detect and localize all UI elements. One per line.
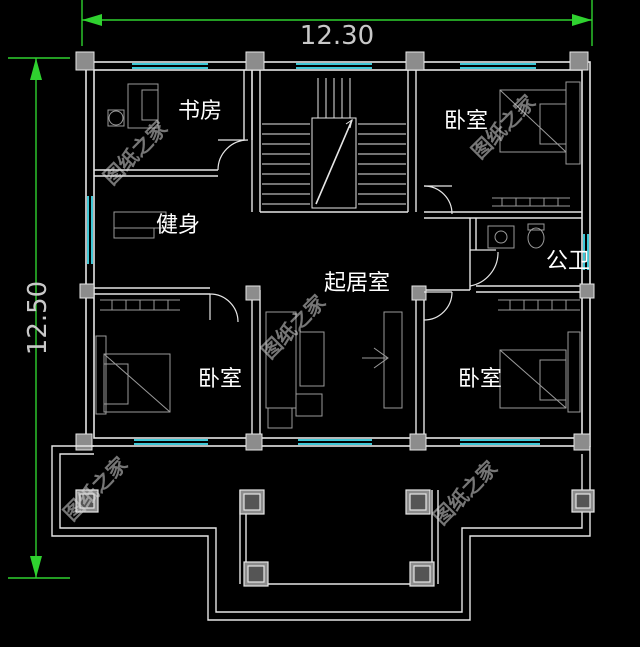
dimension-lines (8, 0, 593, 579)
width-dimension-label: 12.30 (300, 21, 374, 51)
terrace-columns (75, 489, 595, 587)
room-label-bath: 公卫 (546, 249, 590, 274)
height-dimension-label: 12.50 (23, 281, 53, 355)
watermark: 图纸之家 (429, 455, 503, 529)
room-label-bedroom-se: 卧室 (458, 367, 502, 392)
room-label-bedroom-ne: 卧室 (444, 109, 488, 134)
room-label-study: 书房 (178, 99, 222, 124)
room-label-bedroom-sw: 卧室 (198, 367, 242, 392)
furniture (95, 81, 581, 429)
watermark: 图纸之家 (257, 289, 331, 363)
exterior-walls (85, 61, 591, 447)
room-label-living: 起居室 (324, 271, 390, 296)
staircase (262, 78, 406, 209)
room-label-gym: 健身 (156, 213, 200, 238)
watermark: 图纸之家 (59, 451, 133, 525)
interior-walls (94, 70, 582, 438)
doors (209, 139, 499, 323)
front-terrace (51, 445, 591, 621)
windows (87, 63, 589, 445)
